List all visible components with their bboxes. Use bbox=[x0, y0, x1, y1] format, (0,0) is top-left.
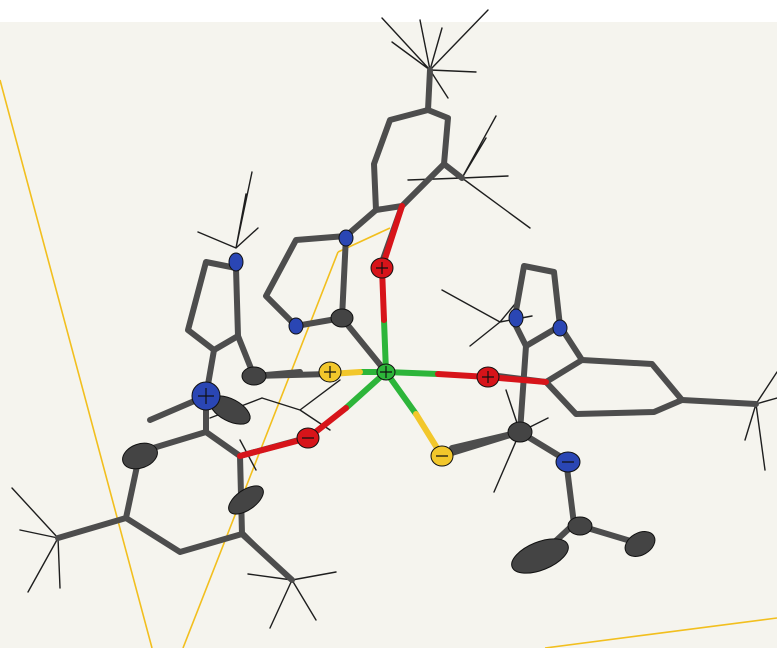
phenyl-ring-top bbox=[371, 107, 451, 213]
carbon-ellipsoid bbox=[228, 485, 264, 515]
bond bbox=[239, 531, 295, 583]
axis-marks bbox=[198, 262, 574, 463]
imidazole-left bbox=[185, 259, 241, 353]
nitrogen-atom bbox=[288, 317, 304, 335]
carbon-atom bbox=[330, 308, 354, 328]
ellipsoid-axes bbox=[198, 262, 574, 463]
bond bbox=[339, 315, 389, 375]
bond bbox=[55, 515, 129, 541]
sulfur-carbon-bond bbox=[439, 429, 523, 459]
isopropyl-left bbox=[197, 171, 259, 249]
oxygen-carbon-bond bbox=[379, 203, 405, 271]
carbon-ellipsoid bbox=[122, 442, 158, 470]
nitrogen-atom bbox=[338, 229, 354, 247]
tert-butyl-top bbox=[381, 9, 489, 99]
oxygen-carbon-bond bbox=[237, 435, 311, 459]
carbon-atom bbox=[241, 366, 267, 386]
isopropyl-right bbox=[441, 289, 533, 347]
nitrogen-atom bbox=[228, 252, 244, 272]
bond bbox=[441, 161, 465, 181]
cell-edge bbox=[0, 79, 153, 648]
bond bbox=[425, 67, 433, 113]
tert-butyl-upper bbox=[407, 115, 531, 229]
imidazole-top bbox=[263, 233, 349, 329]
nitrogen-atom bbox=[552, 319, 568, 337]
carbon-atom bbox=[507, 421, 533, 443]
metal-oxygen-bond-top bbox=[381, 317, 389, 375]
carbon-ellipsoid bbox=[511, 538, 569, 574]
carbon-ellipsoid bbox=[624, 531, 656, 557]
sulfur-carbon-bond bbox=[251, 371, 333, 379]
nitrogen-atom bbox=[508, 308, 524, 328]
cell-edge bbox=[544, 617, 777, 648]
coordination-bonds bbox=[237, 203, 549, 459]
bond bbox=[679, 397, 759, 407]
figure-background bbox=[0, 22, 777, 648]
carbon-atom bbox=[567, 516, 593, 536]
bond bbox=[517, 343, 529, 435]
